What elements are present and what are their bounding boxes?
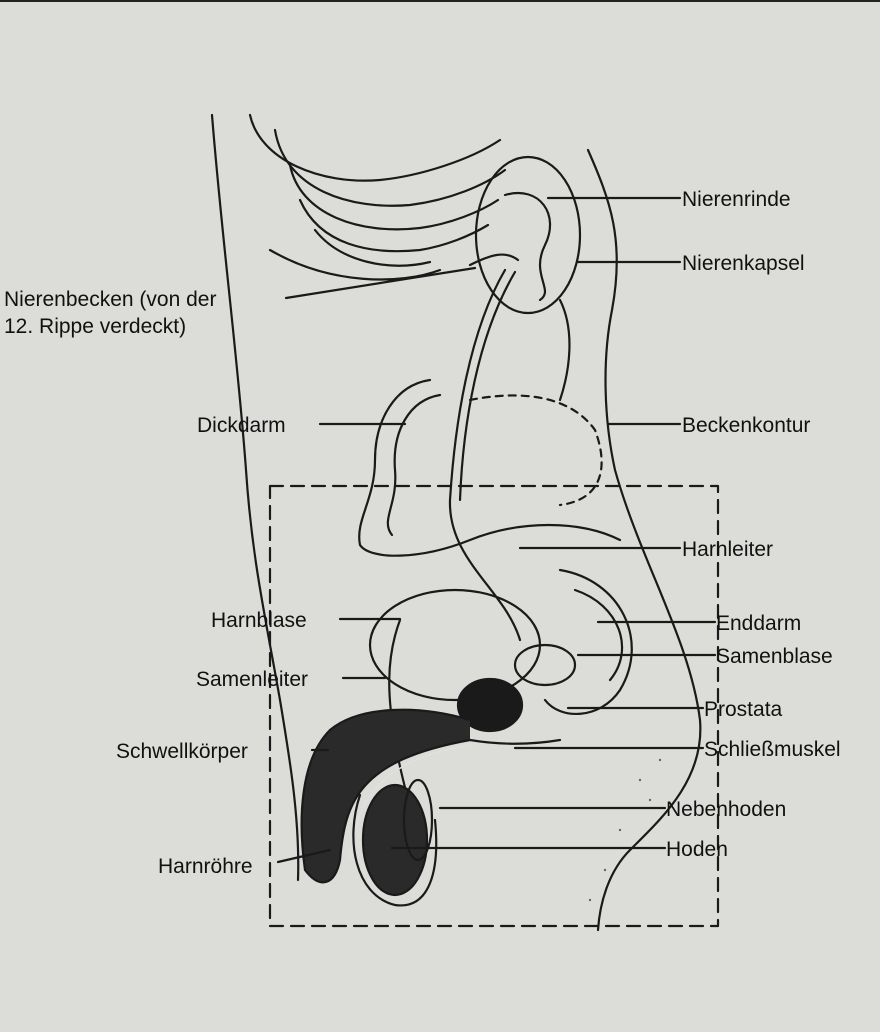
rectum [545,570,632,714]
label-samenblase: Samenblase [716,646,833,667]
bladder [370,590,540,700]
label-samenleiter: Samenleiter [196,669,308,690]
label-nierenkapsel: Nierenkapsel [682,253,805,274]
spine [560,300,569,400]
label-nierenbecken-line2: 12. Rippe verdeckt) [4,316,186,337]
label-schliessmuskel: Schließmuskel [704,739,841,760]
label-harnblase: Harnblase [211,610,307,631]
rib-2 [275,130,505,206]
colon [359,380,620,556]
label-hoden: Hoden [666,839,728,860]
pelvic-contour [470,395,602,505]
kidney [476,157,580,313]
label-harnroehre: Harnröhre [158,856,253,877]
ureter [450,270,520,640]
label-nebenhoden: Nebenhoden [666,799,786,820]
label-beckenkontur: Beckenkontur [682,415,810,436]
seminal-vesicle [515,645,575,685]
urethra [470,740,560,744]
label-dickdarm: Dickdarm [197,415,286,436]
kidney-inner [505,193,550,300]
testis [363,785,427,895]
rib-1 [250,115,500,181]
label-nierenbecken-line1: Nierenbecken (von der [4,289,216,310]
label-enddarm: Enddarm [716,613,801,634]
label-schwellkoerper: Schwellkörper [116,741,248,762]
label-prostata: Prostata [704,699,782,720]
label-nierenrinde: Nierenrinde [682,189,791,210]
label-harnleiter: Harnleiter [682,539,773,560]
body-outline-left [212,115,298,880]
